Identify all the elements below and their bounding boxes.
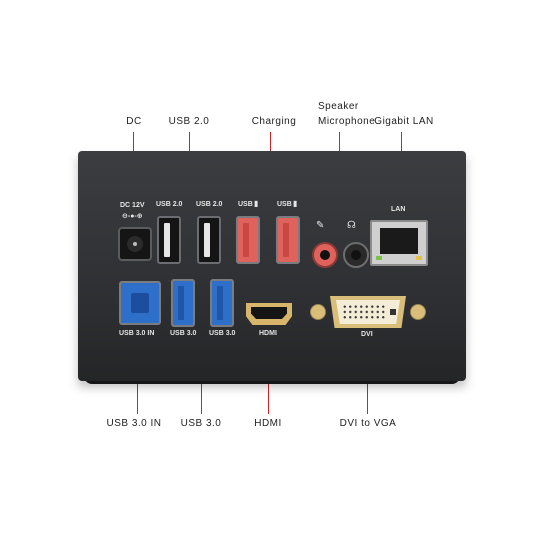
dvi-port	[310, 296, 426, 328]
callout-usb30-in: USB 3.0 IN	[106, 418, 162, 429]
device-label-usb20-b: USB 2.0	[196, 201, 223, 208]
device-label-usb30-in: USB 3.0 IN	[119, 330, 155, 337]
device-label-usb-charge-a: USB	[238, 201, 253, 208]
callout-microphone: Microphone	[318, 116, 376, 127]
callout-line-usb30	[201, 368, 202, 414]
device-label-usb30-b: USB 3.0	[209, 330, 236, 337]
callout-speaker: Speaker	[318, 101, 359, 112]
device-label-dvi: DVI	[361, 331, 373, 338]
callout-usb30: USB 3.0	[180, 418, 222, 429]
usb20-port-2	[197, 216, 221, 264]
microphone-icon: ✎	[316, 220, 325, 231]
device-label-usb30-a: USB 3.0	[170, 330, 197, 337]
lan-port	[370, 220, 428, 266]
callout-dc: DC	[126, 116, 142, 127]
headphones-icon: ☊	[347, 220, 356, 231]
callout-dvi-to-vga: DVI to VGA	[339, 418, 397, 429]
callout-gigabit-lan: Gigabit LAN	[374, 116, 434, 127]
usb30-port-1	[171, 279, 195, 327]
dc-polarity-icon: ⊖-●-⊕	[122, 213, 143, 220]
callout-charging: Charging	[251, 116, 297, 127]
dc-power-port	[118, 227, 152, 261]
device-label-hdmi: HDMI	[259, 330, 277, 337]
callout-hdmi: HDMI	[254, 418, 282, 429]
usb30-port-2	[210, 279, 234, 327]
device-label-usb20-a: USB 2.0	[156, 201, 183, 208]
battery-icon: ▮	[293, 199, 298, 208]
usb-charging-port-2	[276, 216, 300, 264]
device-label-lan: LAN	[391, 206, 406, 213]
hdmi-port	[246, 303, 292, 325]
usb30-in-port	[119, 281, 161, 325]
speaker-jack	[343, 242, 369, 268]
device-label-dc: DC 12V	[120, 202, 145, 209]
battery-icon: ▮	[254, 199, 259, 208]
microphone-jack	[312, 242, 338, 268]
usb20-port-1	[157, 216, 181, 264]
usb-charging-port-1	[236, 216, 260, 264]
device-label-usb-charge-b: USB	[277, 201, 292, 208]
docking-station	[78, 151, 466, 381]
callout-usb20: USB 2.0	[168, 116, 210, 127]
